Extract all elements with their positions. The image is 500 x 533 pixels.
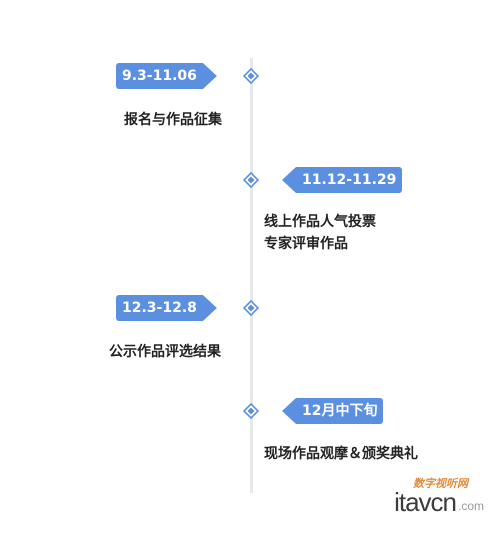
event-2-line-2: 专家评审作品 — [264, 236, 348, 252]
date-tag-3-label: 12.3-12.8 — [122, 300, 197, 316]
date-tag-2-label: 11.12-11.29 — [302, 172, 397, 188]
date-tag-3: 12.3-12.8 — [116, 295, 217, 321]
event-2-description: 线上作品人气投票 专家评审作品 — [264, 211, 376, 255]
timeline-node-3-icon — [243, 300, 259, 316]
timeline-node-4-icon — [243, 403, 259, 419]
date-tag-4-label: 12月中下旬 — [302, 403, 378, 419]
timeline-axis — [250, 58, 253, 493]
date-tag-1: 9.3-11.06 — [116, 63, 217, 89]
watermark-brand: itavcn — [394, 487, 457, 517]
watermark-suffix: .com — [457, 499, 484, 513]
event-4-line-1: 现场作品观摩＆颁奖典礼 — [264, 446, 418, 462]
event-1-description: 报名与作品征集 — [124, 109, 222, 131]
date-tag-4: 12月中下旬 — [282, 398, 384, 424]
date-tag-2: 11.12-11.29 — [282, 167, 403, 193]
watermark-chinese: 数字视听网 — [413, 477, 468, 490]
event-3-description: 公示作品评选结果 — [109, 341, 221, 363]
event-3-line-1: 公示作品评选结果 — [109, 344, 221, 360]
event-4-description: 现场作品观摩＆颁奖典礼 — [264, 443, 418, 465]
event-1-line-1: 报名与作品征集 — [124, 112, 222, 128]
date-tag-1-label: 9.3-11.06 — [122, 68, 197, 84]
site-watermark: 数字视听网 itavcn .com — [354, 477, 484, 517]
event-2-line-1: 线上作品人气投票 — [264, 214, 376, 230]
timeline-node-2-icon — [243, 172, 259, 188]
timeline-node-1-icon — [243, 68, 259, 84]
